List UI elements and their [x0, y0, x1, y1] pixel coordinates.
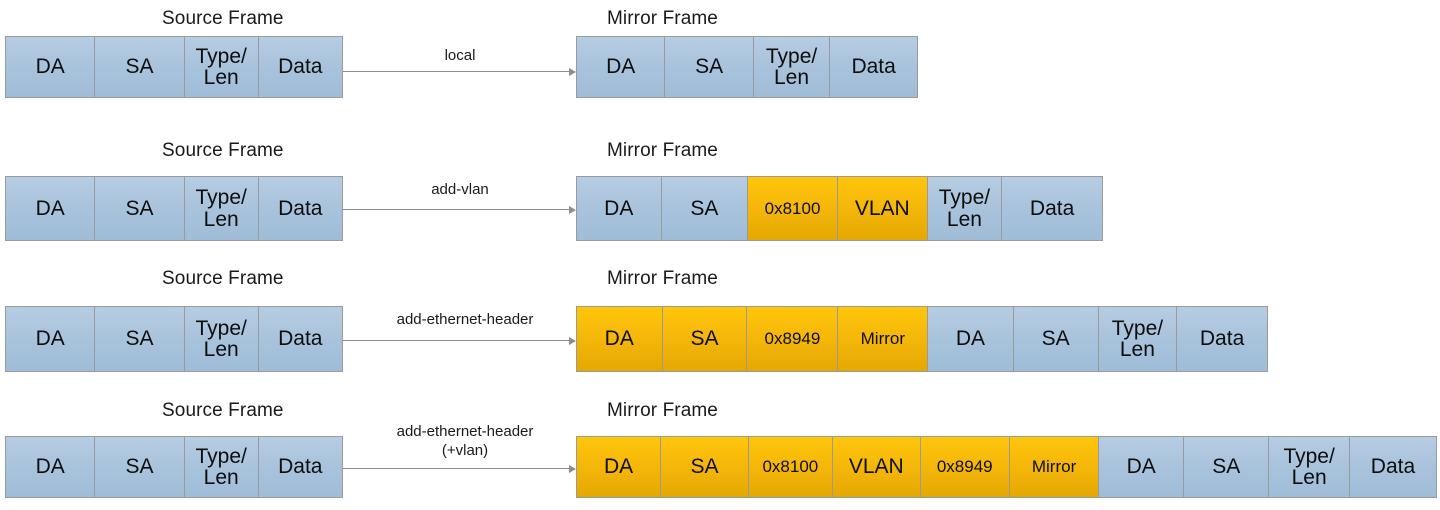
frame-field-da: DA	[577, 437, 662, 497]
mirror-frame-title: Mirror Frame	[607, 8, 718, 29]
transform-arrow	[343, 209, 570, 210]
frame-field-da: DA	[577, 307, 663, 371]
frame-field-data: Data	[258, 177, 342, 240]
frame-field-type-len: Type/Len	[1098, 307, 1178, 371]
frame-field-type-len: Type/Len	[753, 37, 831, 97]
frame-field-type-len: Type/Len	[184, 437, 259, 497]
frame-field-sa: SA	[1184, 437, 1270, 497]
mirror-frame-title: Mirror Frame	[607, 268, 718, 289]
frame-field-da: DA	[577, 37, 666, 97]
frame-field-vlan: VLAN	[832, 437, 921, 497]
frame-field-0x8100: 0x8100	[748, 437, 833, 497]
frame-field-0x8100: 0x8100	[748, 177, 838, 240]
frame-field-sa: SA	[662, 307, 748, 371]
transform-arrow	[343, 468, 570, 469]
frame-field-da: DA	[6, 437, 96, 497]
frame-field-da: DA	[6, 37, 96, 97]
frame-field-da: DA	[577, 177, 662, 240]
frame-field-data: Data	[1177, 307, 1267, 371]
frame-field-data: Data	[258, 37, 342, 97]
mirror-frame-title: Mirror Frame	[607, 400, 718, 421]
source-frame-title: Source Frame	[162, 268, 284, 289]
frame-field-data: Data	[830, 37, 917, 97]
source-frame-title: Source Frame	[162, 140, 284, 161]
mirror-frame-title: Mirror Frame	[607, 140, 718, 161]
frame-field-data: Data	[258, 437, 342, 497]
frame-field-data: Data	[1350, 437, 1436, 497]
frame-field-data: Data	[1002, 177, 1102, 240]
frame-field-sa: SA	[95, 37, 185, 97]
frame-field-type-len: Type/Len	[184, 37, 259, 97]
frame-field-sa: SA	[661, 437, 749, 497]
transform-arrow	[343, 340, 570, 341]
transform-arrow-head-icon	[569, 336, 576, 345]
transform-arrow-head-icon	[569, 205, 576, 214]
source-frame-title: Source Frame	[162, 400, 284, 421]
frame-field-sa: SA	[1013, 307, 1099, 371]
source-frame-title: Source Frame	[162, 8, 284, 29]
transform-arrow-head-icon	[569, 67, 576, 76]
transform-arrow-label: add-ethernet-header	[396, 311, 534, 328]
frame-field-data: Data	[258, 307, 342, 371]
frame-field-sa: SA	[661, 177, 749, 240]
frame-field-da: DA	[928, 307, 1014, 371]
frame-field-type-len: Type/Len	[184, 177, 259, 240]
frame-field-mirror: Mirror	[1009, 437, 1100, 497]
transform-arrow	[343, 71, 570, 72]
frame-field-type-len: Type/Len	[1269, 437, 1351, 497]
frame-field-vlan: VLAN	[837, 177, 928, 240]
frame-field-sa: SA	[665, 37, 754, 97]
frame-field-da: DA	[1099, 437, 1185, 497]
frame-field-0x8949: 0x8949	[920, 437, 1010, 497]
transform-arrow-label: add-ethernet-header (+vlan)	[396, 423, 534, 460]
frame-field-sa: SA	[95, 307, 185, 371]
frame-field-da: DA	[6, 307, 96, 371]
frame-field-da: DA	[6, 177, 96, 240]
frame-field-0x8949: 0x8949	[747, 307, 839, 371]
frame-field-mirror: Mirror	[838, 307, 929, 371]
frame-field-sa: SA	[95, 177, 185, 240]
transform-arrow-label: add-vlan	[431, 181, 489, 198]
frame-field-type-len: Type/Len	[184, 307, 259, 371]
frame-field-sa: SA	[95, 437, 185, 497]
transform-arrow-head-icon	[569, 464, 576, 473]
transform-arrow-label: local	[444, 47, 476, 64]
frame-field-type-len: Type/Len	[927, 177, 1003, 240]
